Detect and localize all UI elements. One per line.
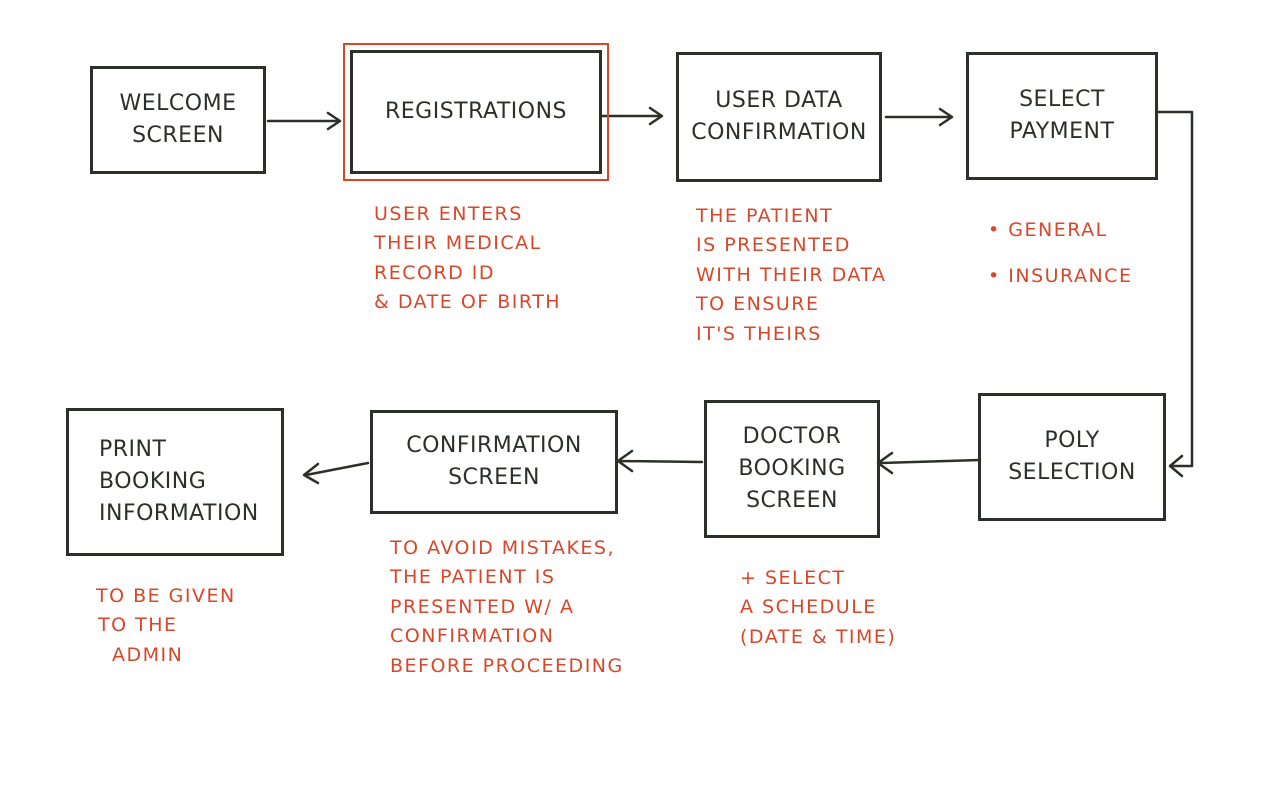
node-poly-selection: POLY SELECTION — [978, 393, 1166, 521]
note-line: ADMIN — [112, 643, 184, 666]
note-line: + SELECT — [740, 567, 846, 589]
node-label-line: CONFIRMATION — [691, 120, 867, 145]
node-label-line: WELCOME — [119, 91, 237, 117]
arrow-poly-to-doctor — [876, 451, 982, 475]
node-label-line: SCREEN — [448, 465, 540, 490]
arrow-confirmation-to-print — [302, 461, 370, 485]
node-label-line: CONFIRMATION — [406, 433, 582, 459]
note-line: TO BE GIVEN — [96, 585, 236, 607]
note-line: TO THE — [98, 614, 178, 637]
node-label-line: REGISTRATIONS — [384, 99, 568, 125]
node-label-line: SELECTION — [1008, 460, 1136, 485]
node-doctor-booking-screen: DOCTOR BOOKING SCREEN — [704, 400, 880, 538]
node-user-data-confirmation: USER DATA CONFIRMATION — [676, 52, 882, 182]
node-welcome-screen: WELCOME SCREEN — [90, 66, 266, 174]
node-label-line: POLY — [1044, 428, 1100, 454]
node-label-line: BOOKING — [99, 469, 207, 495]
note-print-booking: TO BE GIVEN TO THE ADMIN — [96, 582, 236, 670]
note-user-data-confirmation: THE PATIENT IS PRESENTED WITH THEIR DATA… — [696, 202, 887, 349]
note-registrations: USER ENTERS THEIR MEDICAL RECORD ID & DA… — [374, 200, 561, 318]
node-label-line: PAYMENT — [1009, 119, 1115, 144]
arrow-registrations-to-user-data — [600, 106, 664, 126]
note-line: A SCHEDULE — [740, 596, 877, 619]
arrow-user-data-to-select-payment — [884, 107, 954, 127]
note-line: THEIR MEDICAL — [374, 232, 542, 255]
note-line: USER ENTERS — [374, 203, 523, 225]
note-line: IT'S THEIRS — [696, 322, 822, 345]
node-label-line: USER DATA — [715, 88, 843, 114]
note-line: WITH THEIR DATA — [696, 263, 887, 286]
note-line: (DATE & TIME) — [740, 625, 897, 648]
note-confirmation-screen: TO AVOID MISTAKES, THE PATIENT IS PRESEN… — [390, 534, 624, 681]
note-line: TO ENSURE — [696, 293, 820, 316]
note-line: IS PRESENTED — [696, 234, 851, 257]
note-line: BEFORE PROCEEDING — [390, 654, 624, 677]
note-line: PRESENTED W/ A — [390, 595, 575, 618]
node-confirmation-screen: CONFIRMATION SCREEN — [370, 410, 618, 514]
node-label-line: INFORMATION — [99, 500, 259, 526]
node-label-line: PRINT — [99, 437, 167, 463]
node-label-line: SELECT — [1019, 87, 1105, 113]
node-label-line: SCREEN — [746, 487, 838, 513]
note-line: • GENERAL — [988, 219, 1108, 241]
note-line: CONFIRMATION — [390, 625, 555, 648]
note-line: RECORD ID — [374, 261, 496, 284]
node-registrations: REGISTRATIONS — [343, 43, 609, 181]
note-line: TO AVOID MISTAKES, — [390, 537, 616, 559]
note-line: • INSURANCE — [988, 264, 1133, 287]
node-print-booking-information: PRINT BOOKING INFORMATION — [66, 408, 284, 556]
node-label-line: SCREEN — [132, 123, 224, 148]
arrow-doctor-to-confirmation — [616, 449, 704, 473]
note-line: & DATE OF BIRTH — [374, 291, 562, 314]
arrow-welcome-to-registrations — [266, 111, 342, 131]
note-select-payment: • GENERAL • INSURANCE — [988, 208, 1132, 299]
note-doctor-booking: + SELECT A SCHEDULE (DATE & TIME) — [740, 564, 896, 652]
node-label-line: BOOKING — [738, 456, 846, 482]
node-label-line: DOCTOR — [742, 424, 842, 450]
node-select-payment: SELECT PAYMENT — [966, 52, 1158, 180]
note-line: THE PATIENT — [696, 205, 834, 227]
note-line: THE PATIENT IS — [390, 566, 556, 589]
